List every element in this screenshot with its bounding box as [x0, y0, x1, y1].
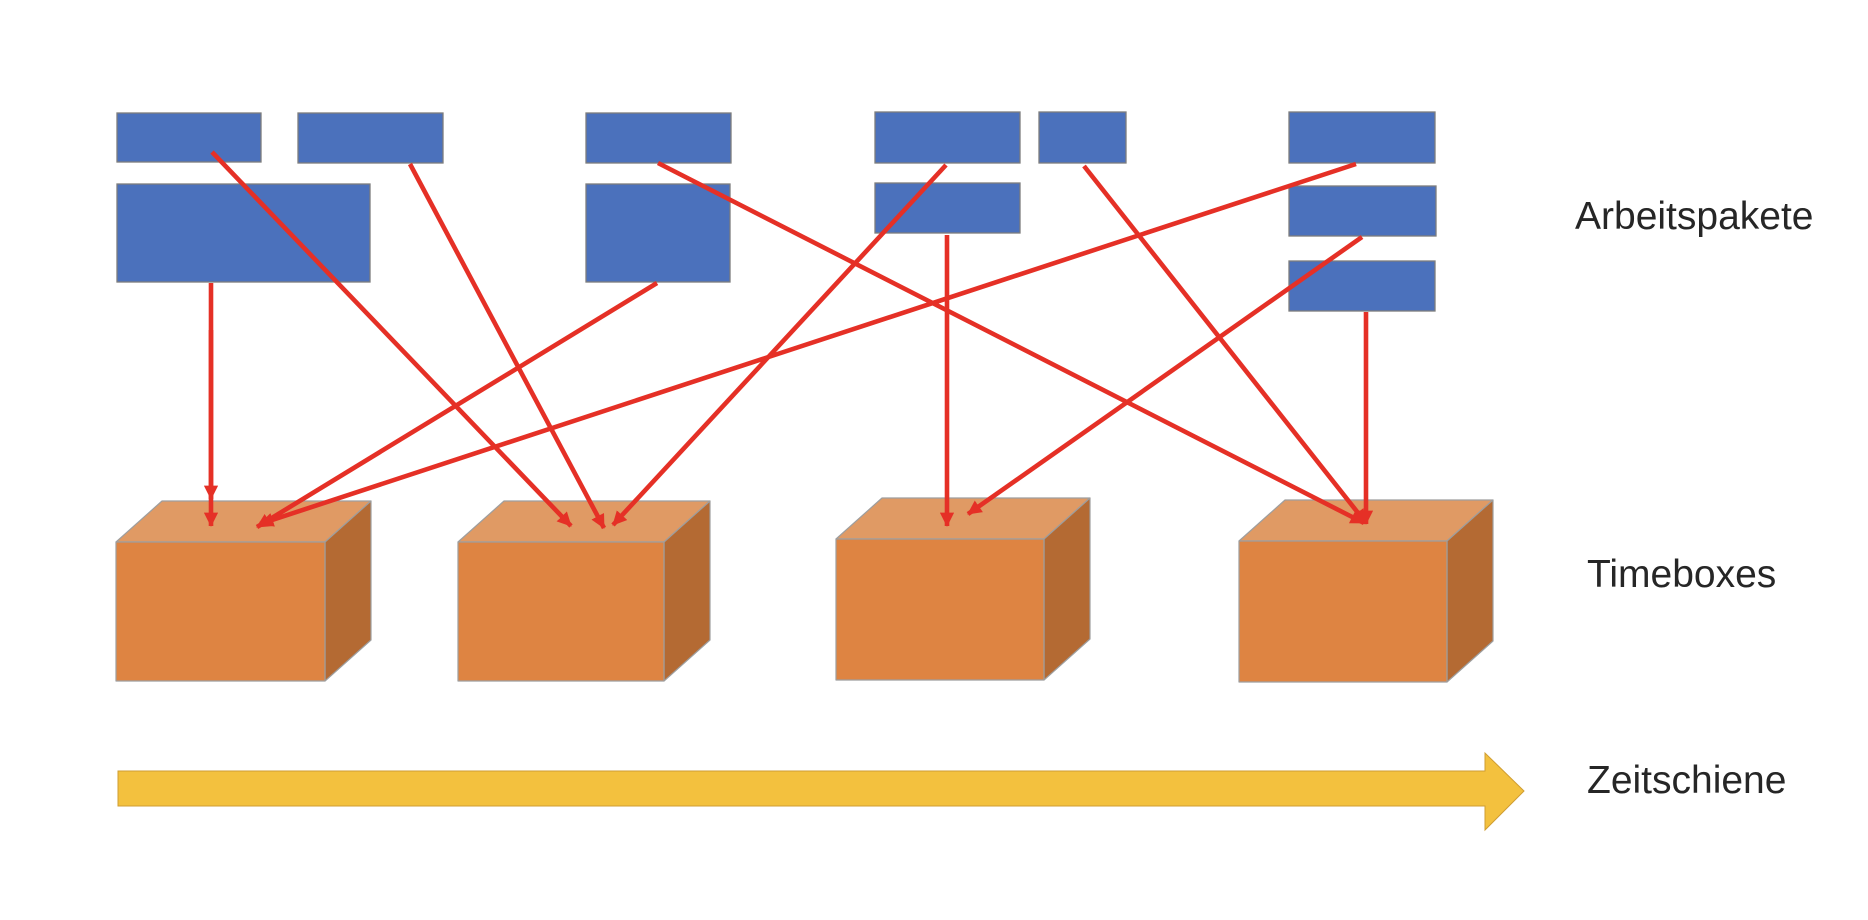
svg-text:Arbeitspakete: Arbeitspakete [1575, 195, 1813, 238]
svg-text:Zeitschiene: Zeitschiene [1587, 759, 1786, 802]
svg-text:Timeboxes: Timeboxes [1587, 553, 1776, 596]
